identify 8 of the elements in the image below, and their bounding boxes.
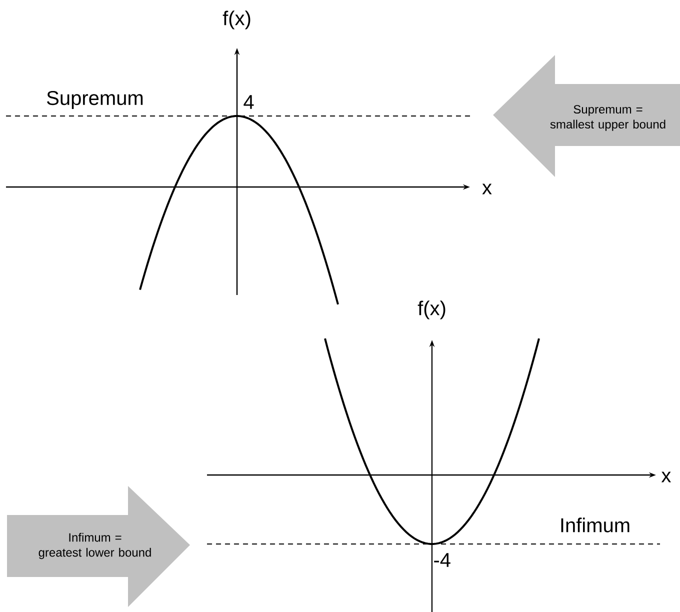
- axis-label: f(x): [418, 300, 446, 320]
- tick-label: -4: [434, 553, 450, 567]
- tick-label: 4: [244, 95, 254, 109]
- axis-label: x: [661, 472, 671, 482]
- axis-label: f(x): [222, 10, 250, 30]
- curve-label: Supremum: [47, 90, 143, 110]
- axis-label: x: [482, 184, 492, 194]
- curve-label: Infimum: [561, 518, 630, 532]
